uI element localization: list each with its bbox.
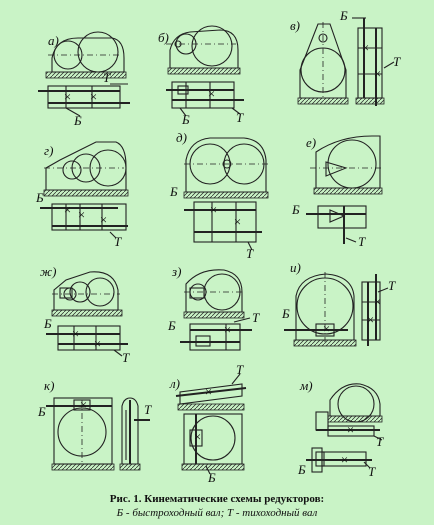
panel-e: е) Б Т xyxy=(291,135,384,249)
panel-b: б) × Б Т xyxy=(158,25,244,127)
label-fast-shaft: Б xyxy=(339,8,348,23)
label-fast-shaft: Б xyxy=(35,190,44,205)
label-slow-shaft: Т xyxy=(388,278,396,293)
svg-text:×: × xyxy=(99,212,108,227)
panel-l: л) × × Т Б xyxy=(169,362,247,485)
svg-text:×: × xyxy=(63,202,72,217)
panel-k: к) × Б Т xyxy=(37,378,152,471)
panel-letter: б) xyxy=(158,30,169,45)
svg-text:×: × xyxy=(71,326,80,341)
panel-letter: г) xyxy=(44,143,53,158)
panel-d: д) × × Б Т xyxy=(169,130,269,261)
panel-m: м) × Т × Т Б xyxy=(297,378,384,479)
svg-text:×: × xyxy=(346,422,355,437)
svg-text:×: × xyxy=(77,207,86,222)
svg-text:×: × xyxy=(373,294,382,309)
label-fast-shaft: Б xyxy=(73,113,82,128)
label-slow-shaft: Т xyxy=(252,310,260,325)
svg-text:×: × xyxy=(322,321,331,336)
panel-v: в) × × Б Т xyxy=(290,8,401,106)
svg-text:×: × xyxy=(209,202,218,217)
svg-text:×: × xyxy=(93,336,102,351)
label-fast-shaft: Б xyxy=(37,404,46,419)
svg-text:×: × xyxy=(233,214,242,229)
label-slow-shaft: Т xyxy=(114,234,122,249)
label-fast-shaft: Б xyxy=(169,184,178,199)
label-fast-shaft: Б xyxy=(207,470,216,485)
svg-text:×: × xyxy=(89,89,98,104)
label-slow-shaft: Т xyxy=(103,70,111,85)
label-fast-shaft: Б xyxy=(167,318,176,333)
svg-text:×: × xyxy=(204,384,213,399)
svg-text:×: × xyxy=(207,86,216,101)
svg-text:×: × xyxy=(361,40,370,55)
panel-letter: а) xyxy=(48,33,59,48)
panel-i: и) × × × Т Б xyxy=(281,260,396,347)
svg-text:×: × xyxy=(79,397,88,412)
panel-zh: ж) × × Б Т xyxy=(40,264,130,365)
panel-letter: м) xyxy=(299,378,313,393)
label-fast-shaft: Б xyxy=(281,306,290,321)
label-slow-shaft: Т xyxy=(144,402,152,417)
svg-text:×: × xyxy=(340,452,349,467)
panel-letter: д) xyxy=(176,130,187,145)
panel-g: г) × × × Б Т xyxy=(35,141,129,249)
label-slow-shaft: Т xyxy=(393,54,401,69)
svg-text:×: × xyxy=(373,66,382,81)
panel-letter: в) xyxy=(290,18,300,33)
panel-letter: и) xyxy=(290,260,301,275)
panel-a: а) × × Т Б xyxy=(38,31,130,128)
label-slow-shaft: Т xyxy=(358,234,366,249)
figure-caption-title: Рис. 1. Кинематические схемы редукторов: xyxy=(109,493,325,505)
panel-z: з) × Б Т xyxy=(167,264,260,351)
panel-letter: е) xyxy=(306,135,316,150)
panel-letter: ж) xyxy=(40,264,56,279)
label-slow-shaft: Т xyxy=(122,350,130,365)
svg-text:×: × xyxy=(223,322,232,337)
label-fast-shaft: Б xyxy=(181,112,190,127)
svg-text:×: × xyxy=(193,429,202,444)
panel-letter: к) xyxy=(44,378,54,393)
label-slow-shaft: Т xyxy=(246,246,254,261)
label-slow-shaft-upper: Т xyxy=(376,434,384,449)
figure-caption-legend: Б - быстроходный вал; Т - тихоходный вал xyxy=(116,507,318,519)
label-fast-shaft: Б xyxy=(43,316,52,331)
label-slow-shaft: Т xyxy=(236,362,244,377)
svg-text:×: × xyxy=(63,89,72,104)
label-slow-shaft: Т xyxy=(368,464,376,479)
label-fast-shaft: Б xyxy=(291,202,300,217)
panel-letter: л) xyxy=(169,376,180,391)
svg-text:×: × xyxy=(366,312,375,327)
label-slow-shaft: Т xyxy=(236,110,244,125)
label-fast-shaft: Б xyxy=(297,462,306,477)
panel-letter: з) xyxy=(171,264,181,279)
